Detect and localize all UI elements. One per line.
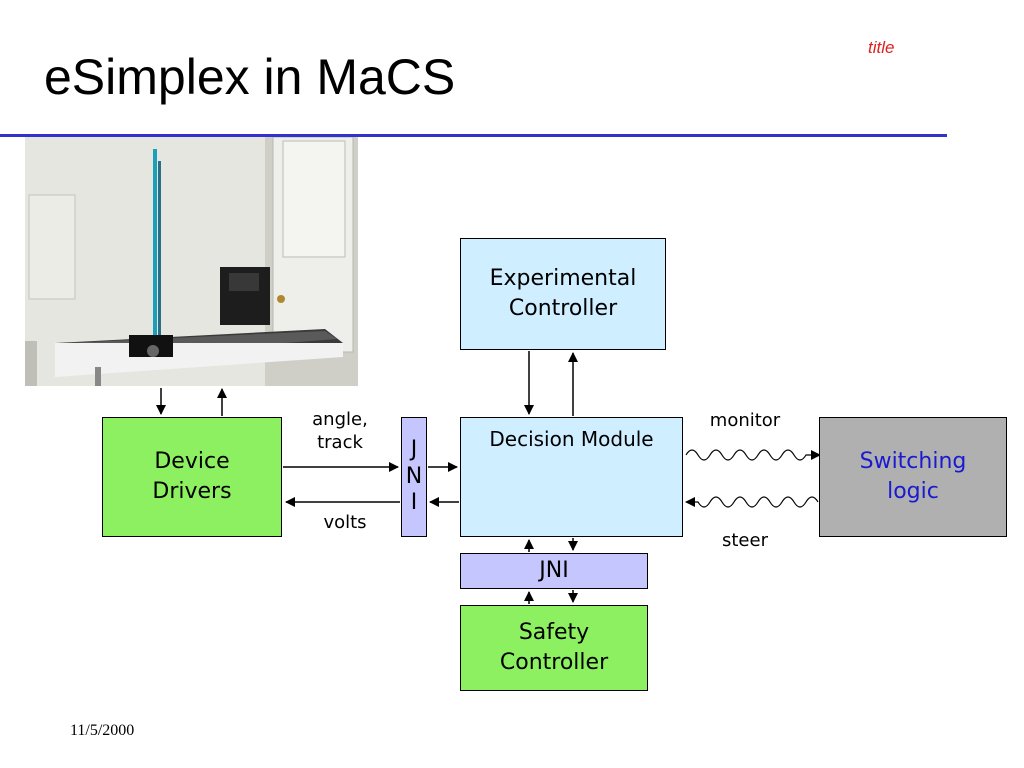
safety-controller-label: Safety Controller [499,620,609,675]
steer-label: steer [722,530,768,551]
jni-vertical-label: J N I [405,437,423,516]
switching-logic-box: Switching logic [819,417,1007,537]
jni-vertical-box: J N I [401,417,427,537]
monitor-label: monitor [709,410,781,431]
monitor-wavy-arrow [685,449,821,461]
decision-module-box: Decision Module [460,417,683,537]
apparatus-photo [25,137,358,386]
volts-label: volts [323,512,367,533]
angle-track-label: angle, track [312,409,368,454]
title-tag: title [868,38,895,57]
switching-logic-label: Switching logic [859,449,967,504]
device-drivers-label: Device Drivers [152,449,232,504]
safety-controller-box: Safety Controller [460,605,648,691]
steer-wavy-arrow [685,496,819,508]
decision-module-label: Decision Module [489,427,654,451]
slide-date: 11/5/2000 [70,722,135,739]
title-underline [0,134,947,137]
jni-horizontal-label: JNI [539,558,569,584]
jni-horizontal-box: JNI [460,553,648,589]
device-drivers-box: Device Drivers [102,417,282,537]
experimental-controller-box: Experimental Controller [460,238,666,350]
experimental-controller-label: Experimental Controller [489,266,637,321]
slide-title: eSimplex in MaCS [44,49,456,105]
